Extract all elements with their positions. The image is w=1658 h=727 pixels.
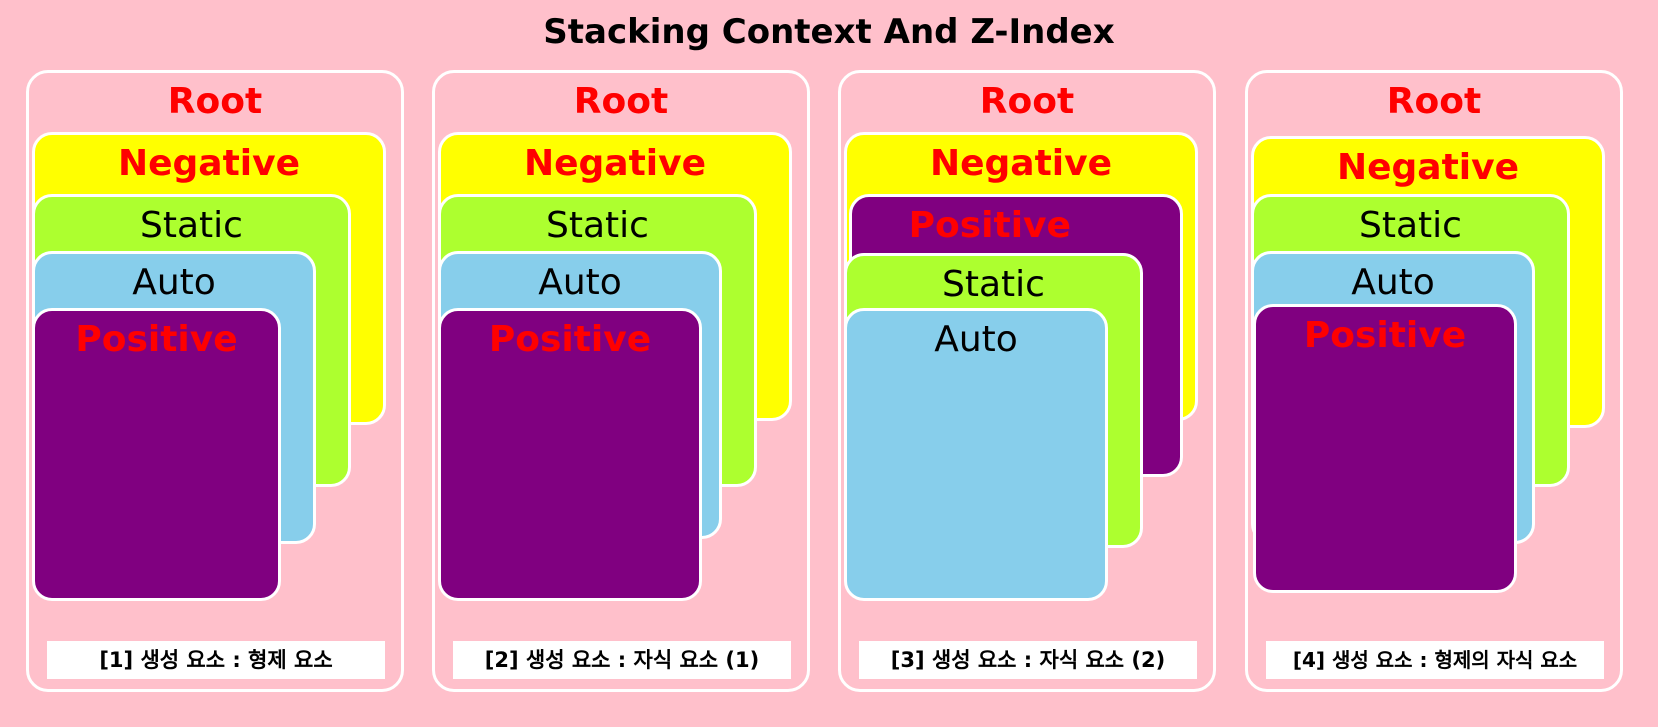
auto-box: Auto [844,308,1108,601]
panel-1: Root Negative Static Auto Positive [1] 생… [26,70,404,692]
negative-label: Negative [523,143,707,184]
static-label: Static [546,205,649,246]
caption: [2] 생성 요소 : 자식 요소 (1) [453,641,791,679]
static-label: Static [1359,205,1462,246]
panel-3: Root Negative Positive Static Auto [3] 생… [838,70,1216,692]
caption: [1] 생성 요소 : 형제 요소 [47,641,385,679]
negative-label: Negative [117,143,301,184]
root-label: Root [1386,81,1482,122]
negative-label: Negative [929,143,1113,184]
caption: [4] 생성 요소 : 형제의 자식 요소 [1266,641,1604,679]
auto-label: Auto [934,319,1018,360]
positive-label: Positive [1303,315,1467,356]
root-label: Root [167,81,263,122]
positive-label: Positive [908,205,1071,246]
root-label: Root [979,81,1075,122]
positive-box: Positive [1253,304,1517,593]
auto-label: Auto [132,262,216,303]
static-label: Static [942,264,1045,305]
panel-4: Root Negative Static Auto Positive [4] 생… [1245,70,1623,692]
positive-box: Positive [438,308,702,601]
auto-label: Auto [1351,262,1435,303]
diagram-title: Stacking Context And Z-Index [543,12,1115,52]
static-label: Static [140,205,243,246]
auto-label: Auto [538,262,622,303]
caption: [3] 생성 요소 : 자식 요소 (2) [859,641,1197,679]
positive-label: Positive [488,319,652,360]
positive-box: Positive [32,308,281,601]
root-label: Root [573,81,669,122]
panel-2: Root Negative Static Auto Positive [2] 생… [432,70,810,692]
positive-label: Positive [75,319,238,360]
negative-label: Negative [1336,147,1520,188]
